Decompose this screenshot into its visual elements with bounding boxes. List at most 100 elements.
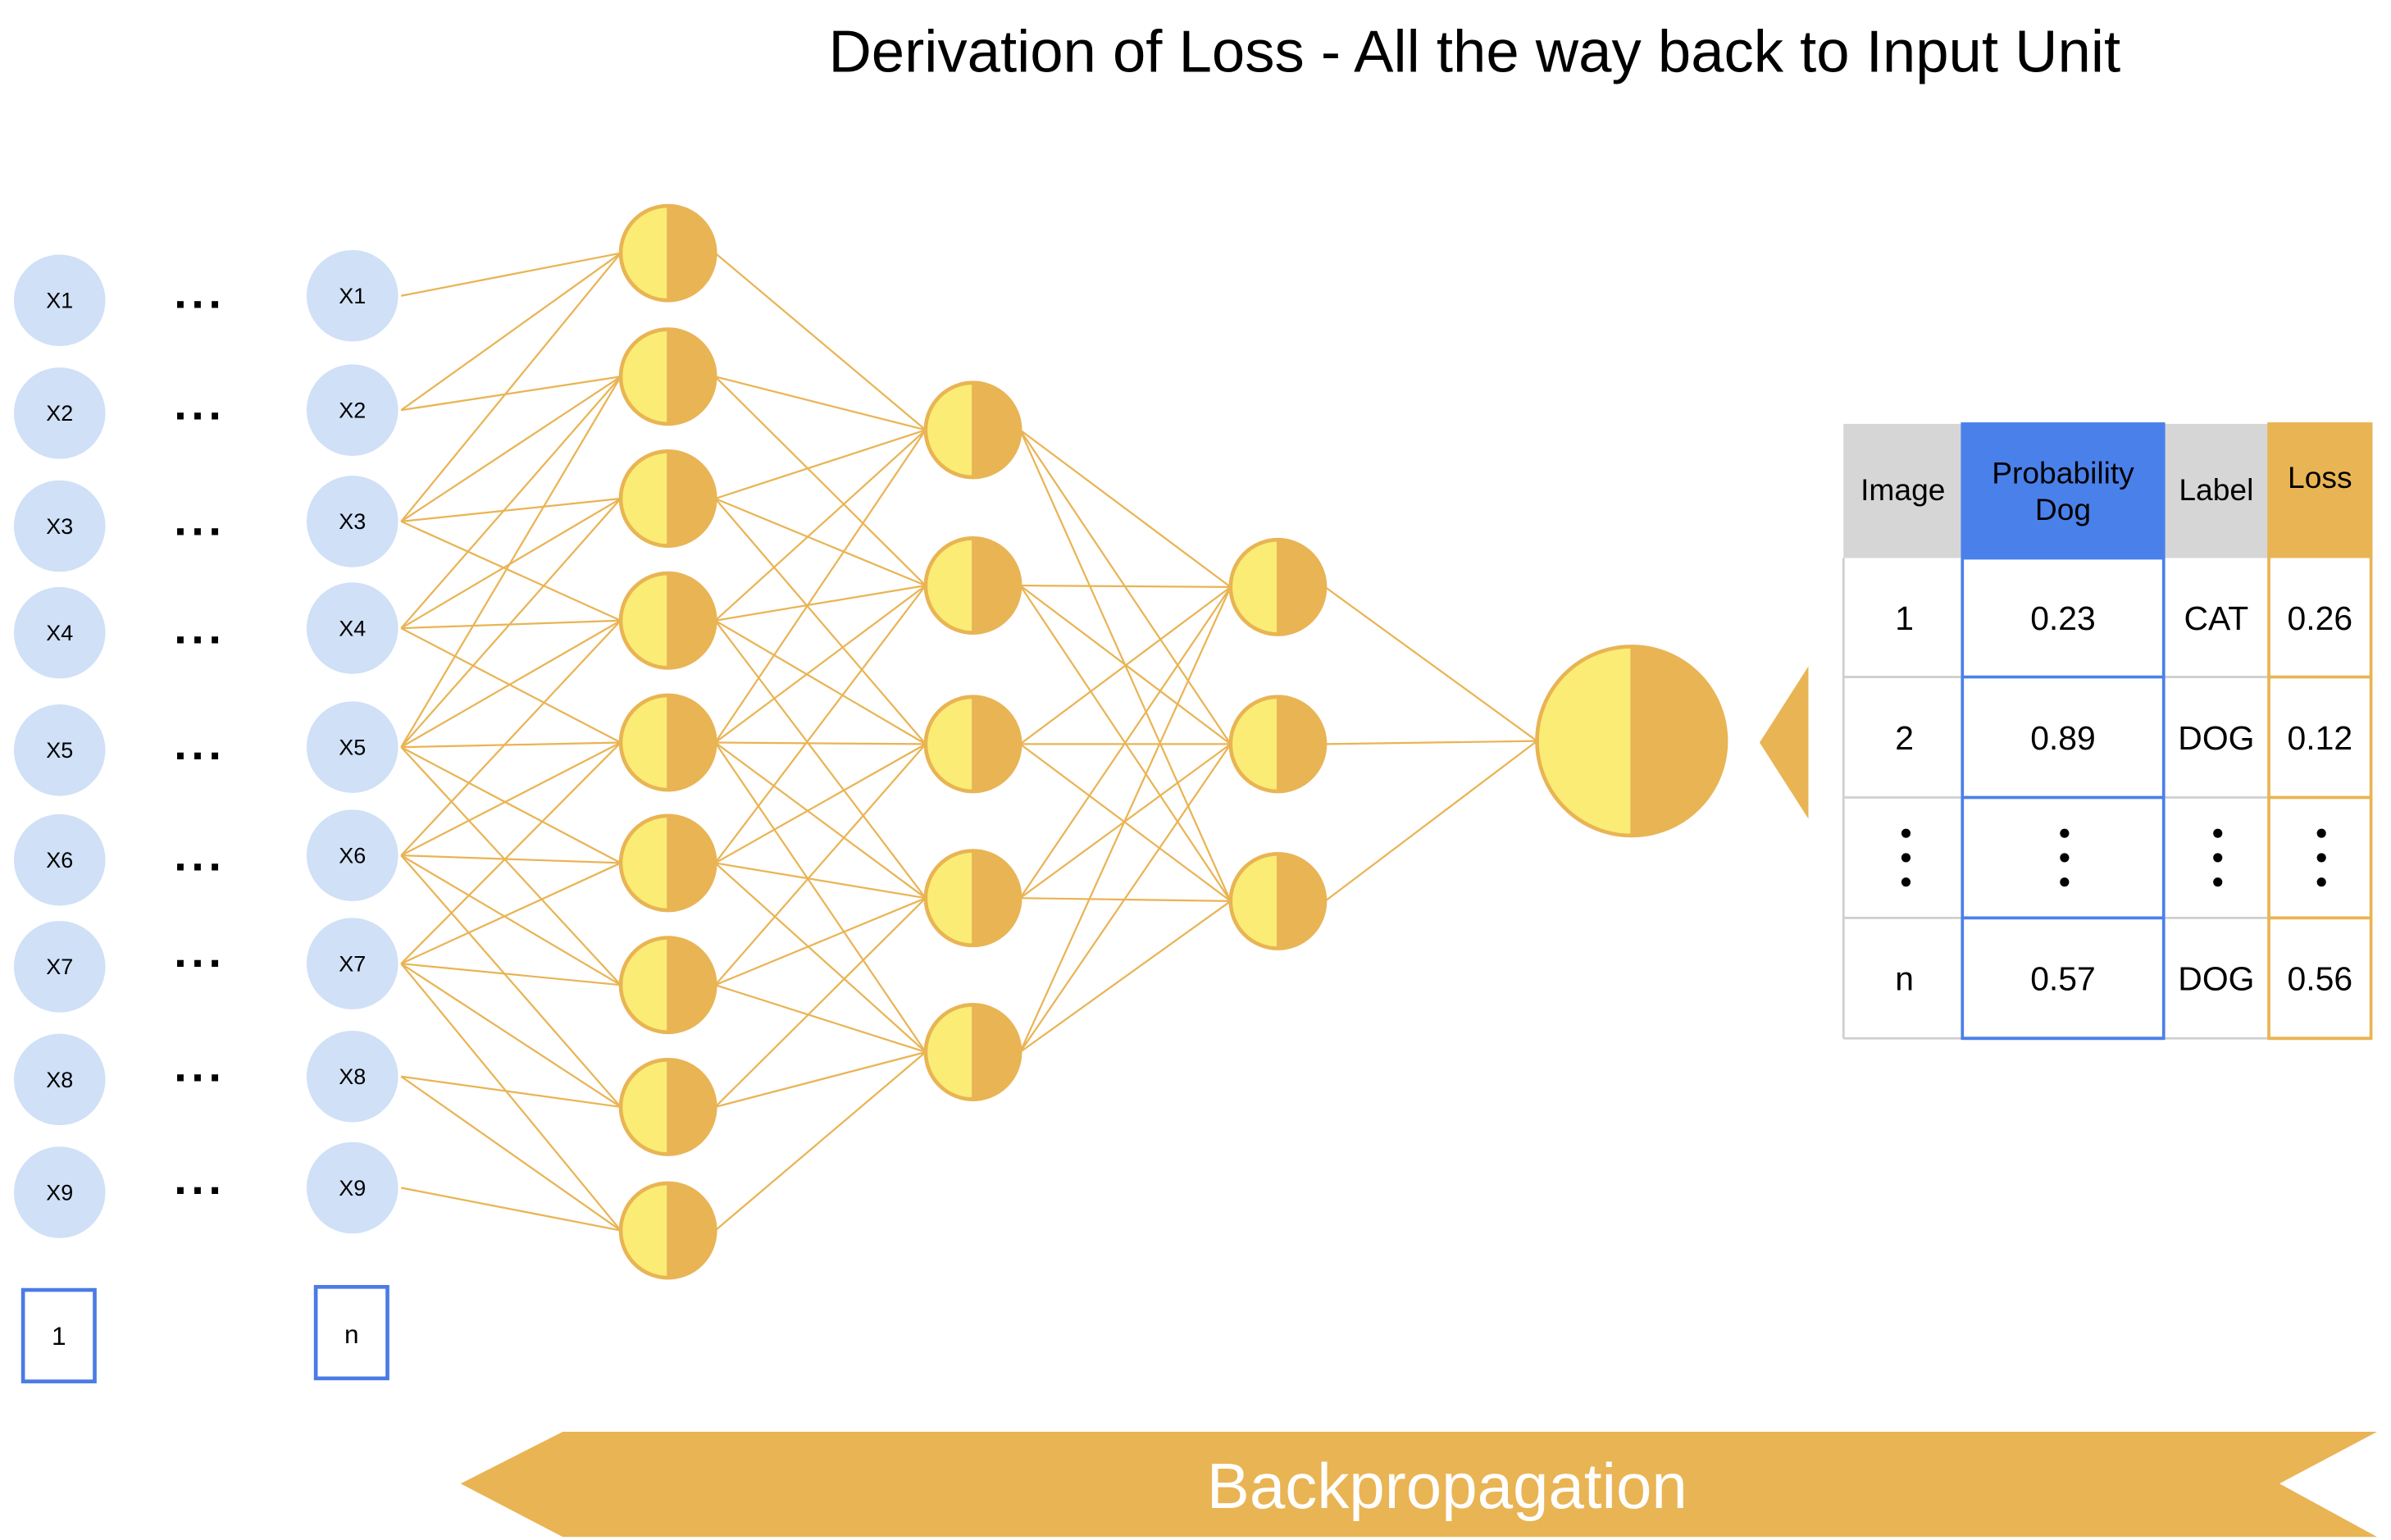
table-cell: 0.57 <box>2030 960 2096 998</box>
sample-index-first: 1 <box>52 1321 66 1351</box>
backpropagation-arrow <box>460 1431 2378 1538</box>
input-last-node <box>306 918 398 1009</box>
connection-line <box>401 1187 622 1232</box>
input-last-node-label: X5 <box>339 735 366 759</box>
input-first-node-label: X1 <box>46 289 73 313</box>
output-neuron <box>1535 645 1728 838</box>
input-last-node <box>306 476 398 567</box>
input-first-node-label: X9 <box>46 1180 73 1205</box>
connection-line <box>400 746 622 864</box>
hidden-layer-3-neuron <box>1228 695 1328 794</box>
connection-line <box>714 741 927 1053</box>
connection-line <box>714 862 927 1053</box>
ellipsis-dots: ... <box>174 378 225 429</box>
connection-line <box>400 741 622 857</box>
connection-line <box>714 497 927 587</box>
connection-line <box>400 498 622 748</box>
table-cell: 0.23 <box>2030 599 2096 637</box>
hidden-layer-1-neuron <box>618 1181 717 1280</box>
ellipsis-dots: ... <box>174 926 225 977</box>
connection-line <box>714 619 927 745</box>
connection-line <box>714 741 927 900</box>
table-cell: DOG <box>2178 960 2254 998</box>
hidden-layer-1-neuron <box>618 936 717 1035</box>
connection-line <box>714 897 927 1108</box>
table-header-label: Dog <box>2035 492 2091 526</box>
table-cell: 0.56 <box>2288 960 2353 998</box>
ellipsis-dots: ... <box>174 494 225 545</box>
table-header-label: Probability <box>1992 455 2134 490</box>
connection-line <box>714 585 927 864</box>
input-first-node-label: X8 <box>46 1068 73 1092</box>
ellipsis-dots: ... <box>174 1153 225 1204</box>
connection-line <box>714 620 927 899</box>
connection-line <box>714 429 927 744</box>
table-header-label: Loss <box>2288 460 2352 494</box>
table-header-label: Label <box>2179 472 2253 507</box>
connection-line <box>400 854 622 1108</box>
connection-line <box>401 1075 622 1109</box>
connection-line <box>715 376 927 431</box>
input-last-node <box>306 1030 398 1123</box>
input-first-node <box>13 367 106 459</box>
connection-line <box>400 963 622 1108</box>
table-cell: 0.12 <box>2288 719 2353 757</box>
connection-line <box>401 619 622 630</box>
table-cell: 0.89 <box>2030 719 2096 757</box>
input-first-node <box>13 586 106 679</box>
connection-line <box>714 376 927 586</box>
connection-line <box>715 584 927 622</box>
connection-line <box>714 498 927 745</box>
ellipsis-dots: ... <box>174 830 225 881</box>
table-cell-vertical-ellipsis <box>2060 828 2070 887</box>
connection-line <box>1019 429 1232 588</box>
hidden-layer-2-neuron <box>923 849 1022 948</box>
ellipsis-dots: ... <box>174 267 225 318</box>
connection-line <box>400 252 622 522</box>
sample-index-box-first <box>20 1287 97 1383</box>
input-first-node <box>13 1033 106 1126</box>
connection-line <box>1020 584 1231 588</box>
input-first-node-label: X2 <box>46 401 73 426</box>
connection-line <box>400 252 622 412</box>
connection-line <box>715 741 926 745</box>
table-cell: CAT <box>2184 599 2248 637</box>
table-cell-vertical-ellipsis <box>1901 828 1911 887</box>
input-last-node-label: X8 <box>339 1064 366 1089</box>
connection-line <box>714 984 927 1054</box>
connection-line <box>400 376 622 522</box>
table-cell: 0.26 <box>2288 599 2353 637</box>
connection-line <box>400 619 622 749</box>
input-last-node-label: X2 <box>339 398 366 422</box>
input-last-node-label: X1 <box>339 284 366 308</box>
input-last-node <box>306 582 398 674</box>
connection-line <box>400 746 622 986</box>
input-first-node-label: X5 <box>46 738 73 763</box>
connection-line <box>1324 585 1538 742</box>
input-last-node-label: X6 <box>339 843 366 868</box>
diagram-title: Derivation of Loss - All the way back to… <box>828 18 2120 84</box>
connection-line <box>714 585 927 744</box>
table-header-cell <box>2269 423 2371 558</box>
connection-line <box>400 963 622 1232</box>
input-last-node <box>306 809 398 901</box>
table-pointer-arrow <box>1759 666 1809 819</box>
input-last-node <box>306 1141 398 1234</box>
hidden-layer-1-neuron <box>618 327 717 426</box>
connection-line <box>714 429 927 622</box>
connection-line <box>400 376 622 629</box>
connection-line <box>401 376 622 412</box>
hidden-layer-1-neuron <box>618 1057 717 1156</box>
connection-line <box>400 520 622 622</box>
hidden-layer-1-neuron <box>618 449 717 548</box>
hidden-layer-2-neuron <box>923 1003 1022 1101</box>
table-cell: 1 <box>1895 599 1914 637</box>
hidden-layer-2-neuron <box>923 536 1022 635</box>
connection-line <box>401 741 622 749</box>
connection-line <box>714 252 927 431</box>
connection-line <box>714 743 927 864</box>
connection-line <box>400 741 622 964</box>
